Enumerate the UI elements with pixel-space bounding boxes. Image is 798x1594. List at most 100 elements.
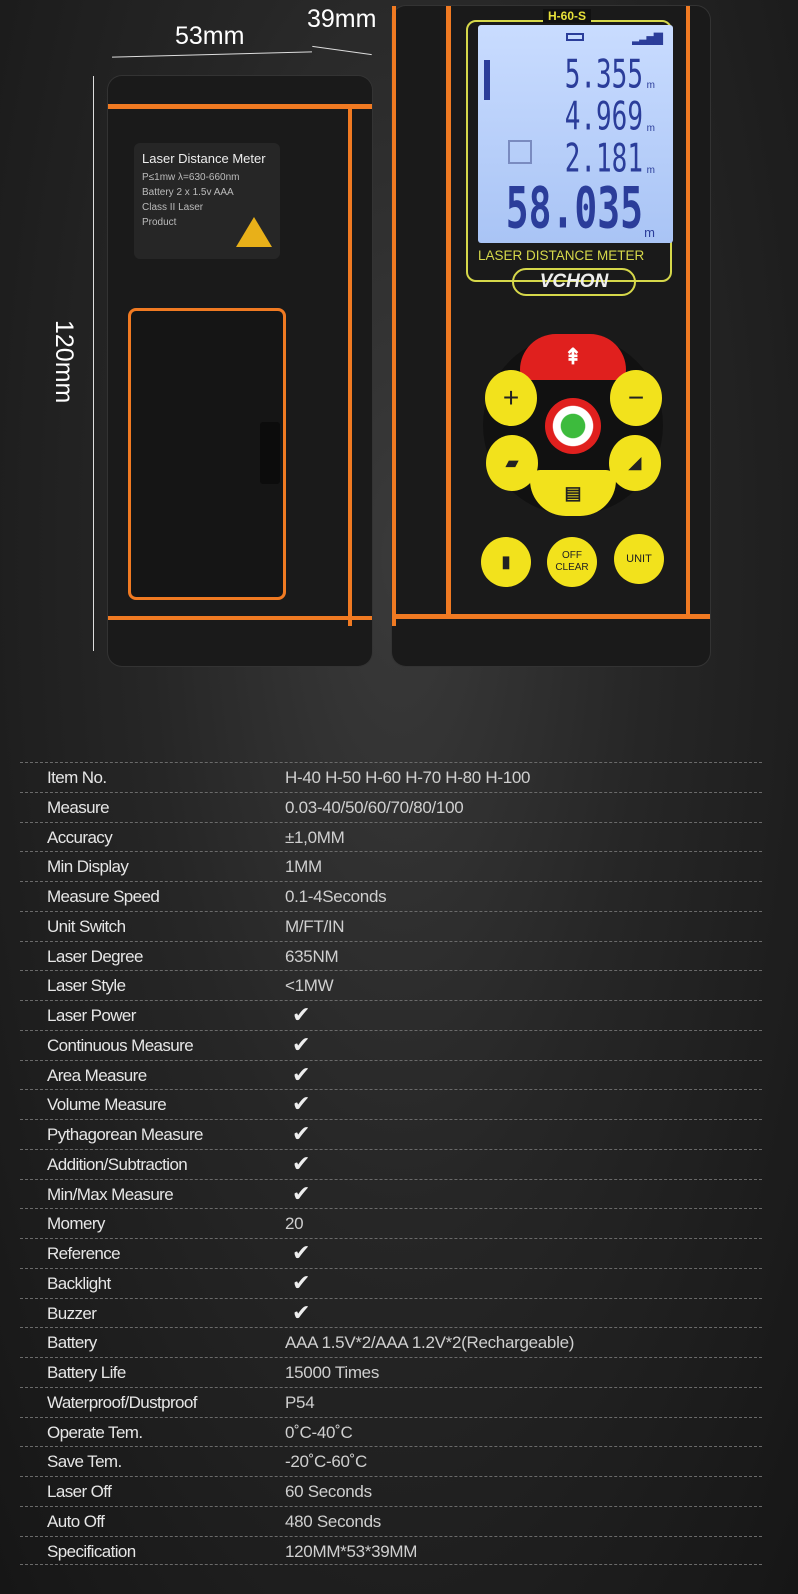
spec-label: Auto Off xyxy=(47,1511,105,1531)
spec-label: Measure Speed xyxy=(47,887,160,906)
signal-icon: ▂▃▅▇ xyxy=(632,31,663,45)
spec-label: Operate Tem. xyxy=(47,1422,143,1442)
spec-value: P54 xyxy=(285,1392,315,1412)
check-icon: ✔ xyxy=(292,1240,311,1265)
cover-latch xyxy=(260,422,280,484)
spec-row: Laser Power ✔ xyxy=(20,1000,762,1030)
spec-label: Item No. xyxy=(47,768,107,787)
spec-label: Measure xyxy=(47,797,110,817)
check-icon: ✔ xyxy=(292,1299,311,1325)
spec-label: Area Measure xyxy=(47,1065,147,1085)
spec-label: Pythagorean Measure xyxy=(47,1125,203,1144)
spec-label: Addition/Subtraction xyxy=(47,1154,188,1174)
spec-row: Laser Degree 635NM xyxy=(20,940,762,971)
spec-label: Continuous Measure xyxy=(47,1035,194,1055)
spec-label: Buzzer xyxy=(47,1303,97,1323)
spec-label: Laser Power xyxy=(47,1006,136,1025)
spec-label: Battery Life xyxy=(47,1363,126,1382)
spec-row: Continuous Measure ✔ xyxy=(20,1029,762,1060)
plus-button[interactable]: + xyxy=(485,370,537,426)
spec-value: 480 Seconds xyxy=(285,1511,381,1531)
spec-value: H-40 H-50 H-60 H-70 H-80 H-100 xyxy=(285,768,531,787)
spec-row: Laser Style <1MW xyxy=(20,970,762,1000)
measure-button[interactable]: ⇞ xyxy=(520,334,626,380)
spec-row: Save Tem. -20˚C-60˚C xyxy=(20,1446,762,1476)
area-volume-button[interactable]: ▰ xyxy=(486,435,538,491)
spec-label: Waterproof/Dustproof xyxy=(47,1392,197,1412)
spec-label: Momery xyxy=(47,1214,105,1234)
spec-label: Unit Switch xyxy=(47,916,126,936)
spec-label: Backlight xyxy=(47,1273,111,1293)
spec-label: Laser Off xyxy=(47,1482,112,1501)
spec-value: 20 xyxy=(285,1214,304,1234)
screen-caption: LASER DISTANCE METER xyxy=(478,248,645,263)
unit-button[interactable]: UNIT xyxy=(614,534,664,584)
spec-row: Min/Max Measure ✔ xyxy=(20,1178,762,1209)
spec-row: Volume Measure✔ xyxy=(20,1089,762,1119)
spec-value: <1MW xyxy=(285,976,334,996)
memory-button[interactable]: ▤ xyxy=(530,470,616,516)
check-icon: ✔ xyxy=(292,1121,311,1146)
laser-warning-icon xyxy=(236,217,272,247)
check-icon: ✔ xyxy=(292,1002,311,1027)
spec-label: Min Display xyxy=(47,857,129,877)
reference-button[interactable]: ▮ xyxy=(481,537,531,587)
check-icon: ✔ xyxy=(292,1061,311,1087)
volume-icon xyxy=(508,140,532,164)
spec-value: AAA 1.5V*2/AAA 1.2V*2(Rechargeable) xyxy=(285,1333,575,1353)
check-icon: ✔ xyxy=(292,1031,311,1057)
spec-row: Battery AAA 1.5V*2/AAA 1.2V*2(Rechargeabl… xyxy=(20,1327,762,1357)
pythagorean-button[interactable]: ◢ xyxy=(609,435,661,491)
reference-icon xyxy=(484,60,490,100)
spec-value: 635NM xyxy=(285,946,339,966)
spec-row: Measure 0.03-40/50/60/70/80/100 xyxy=(20,791,762,822)
spec-value: ±1,0MM xyxy=(285,827,345,847)
spec-row: Backlight✔ xyxy=(20,1267,762,1298)
spec-value: 60 Seconds xyxy=(285,1482,372,1501)
back-label: Laser Distance Meter P≤1mw λ=630-660nm B… xyxy=(134,143,280,259)
spec-label: Reference xyxy=(47,1244,121,1263)
spec-row: Laser Off 60 Seconds xyxy=(20,1476,762,1506)
reading-2: 4.969 xyxy=(564,95,643,140)
depth-dimension: 39mm xyxy=(307,5,377,33)
minus-button[interactable]: − xyxy=(610,370,662,426)
spec-row: Momery 20 xyxy=(20,1208,762,1238)
spec-row: Specification 120MM*53*39MM xyxy=(20,1535,762,1566)
spec-value: -20˚C-60˚C xyxy=(285,1452,368,1472)
spec-label: Battery xyxy=(47,1333,97,1353)
height-line xyxy=(93,76,94,651)
spec-value: 120MM*53*39MM xyxy=(285,1541,418,1561)
spec-row: Addition/Subtraction ✔ xyxy=(20,1148,762,1179)
spec-row: Unit Switch M/FT/IN xyxy=(20,910,762,941)
spec-row: Operate Tem. 0˚C-40˚C xyxy=(20,1416,762,1447)
spec-value: 0˚C-40˚C xyxy=(285,1422,353,1442)
spec-value: 1MM xyxy=(285,857,322,877)
spec-label: Laser Degree xyxy=(47,946,143,966)
spec-value: 0.1-4Seconds xyxy=(285,887,387,906)
spec-row: Auto Off 480 Seconds xyxy=(20,1505,762,1536)
battery-cover xyxy=(128,308,286,600)
bubble-level-icon xyxy=(545,398,601,454)
spec-row: Waterproof/Dustproof P54 xyxy=(20,1386,762,1417)
spec-row: Item No. H-40 H-50 H-60 H-70 H-80 H-100 xyxy=(20,762,762,792)
spec-value: 15000 Times xyxy=(285,1363,380,1382)
check-icon: ✔ xyxy=(292,1150,311,1176)
check-icon: ✔ xyxy=(292,1180,311,1206)
spec-row: Pythagorean Measure ✔ xyxy=(20,1119,762,1149)
spec-label: Min/Max Measure xyxy=(47,1184,174,1204)
spec-label: Specification xyxy=(47,1541,136,1561)
spec-row: Buzzer ✔ xyxy=(20,1297,762,1328)
spec-label: Laser Style xyxy=(47,976,126,996)
model-badge: H-60-S xyxy=(543,9,592,23)
spec-value: M/FT/IN xyxy=(285,916,345,936)
width-dimension: 53mm xyxy=(175,22,245,50)
reading-main: 58.035 xyxy=(505,175,643,241)
spec-value: 0.03-40/50/60/70/80/100 xyxy=(285,797,464,817)
spec-row: Area Measure ✔ xyxy=(20,1059,762,1090)
spec-row: Reference ✔ xyxy=(20,1238,762,1268)
reading-1: 5.355 xyxy=(564,53,643,98)
spec-row: Accuracy±1,0MM xyxy=(20,821,762,852)
spec-label: Save Tem. xyxy=(47,1452,122,1472)
